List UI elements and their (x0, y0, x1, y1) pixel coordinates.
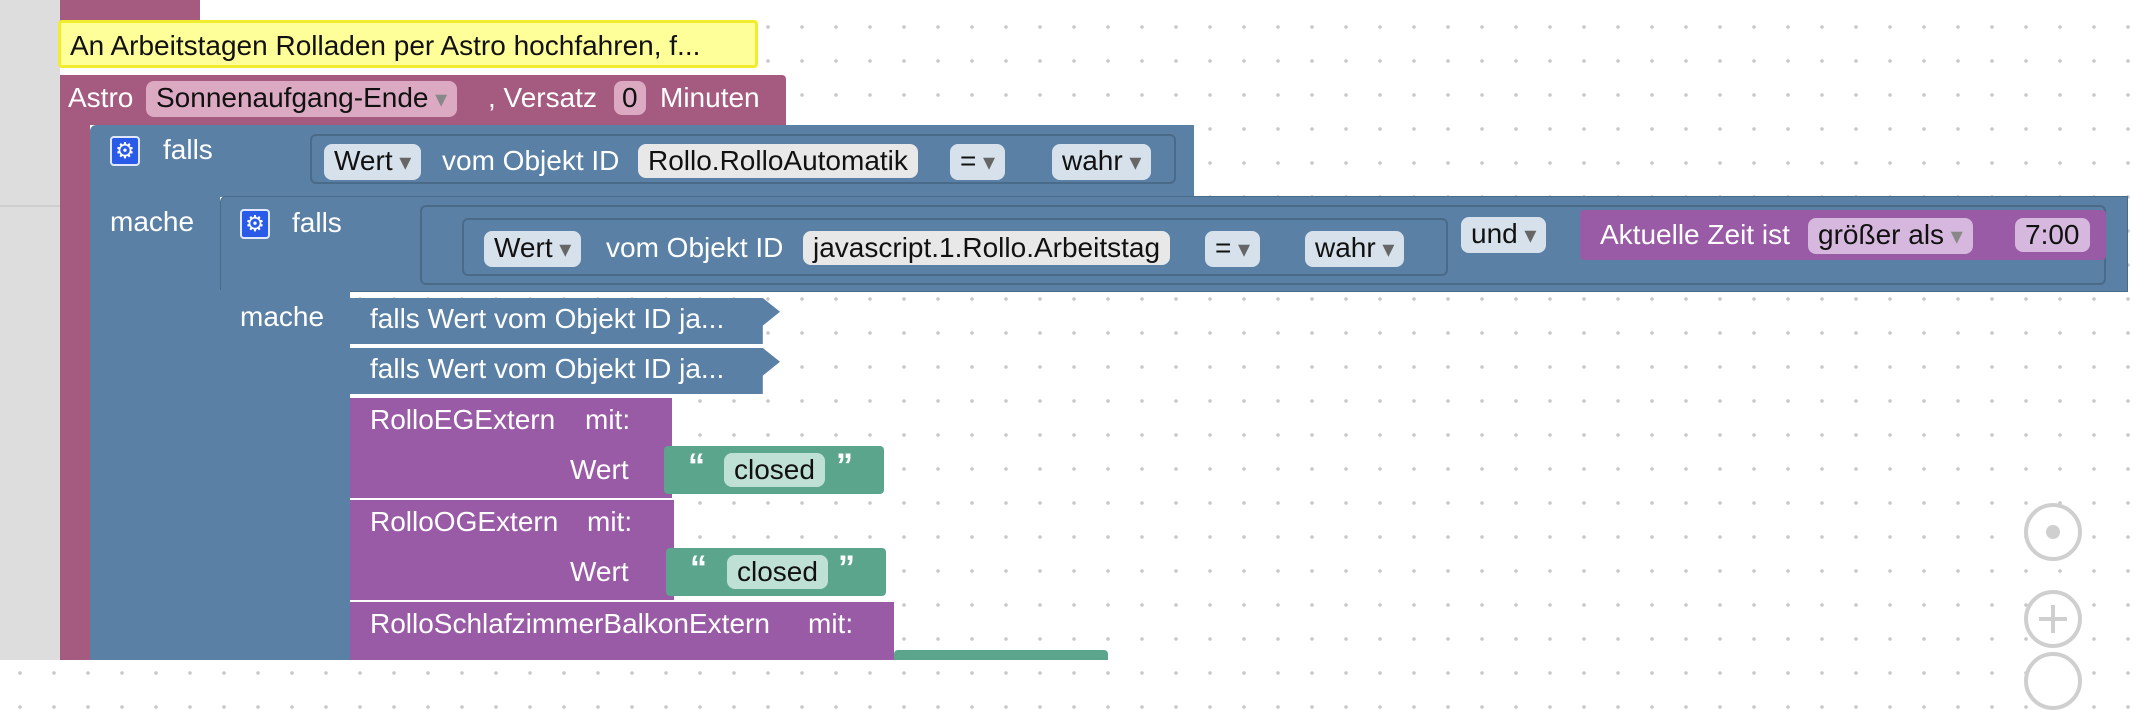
gear-icon[interactable]: ⚙ (110, 136, 140, 166)
previous-block-stub[interactable] (60, 0, 200, 22)
left-panel (0, 0, 60, 660)
procedure-mit-label: mit: (808, 608, 854, 639)
quote-open-icon: “ (688, 447, 705, 485)
gear-icon[interactable]: ⚙ (240, 209, 270, 239)
if2-mache-label: mache (240, 301, 325, 332)
if2-object-label: vom Objekt ID (606, 232, 784, 263)
procedure-name: RolloEGExtern (370, 404, 556, 435)
comment-text: An Arbeitstagen Rolladen per Astro hochf… (70, 30, 701, 61)
procedure-call-block[interactable] (350, 602, 894, 660)
if2-operator-dropdown[interactable]: = (1205, 231, 1261, 267)
if2-compare-dropdown[interactable]: wahr (1305, 231, 1405, 267)
collapsed-if-block[interactable] (350, 348, 780, 394)
procedure-mit-label: mit: (585, 404, 631, 435)
quote-close-icon: ” (838, 549, 855, 587)
astro-offset-input[interactable]: 0 (614, 81, 646, 115)
quote-close-icon: ” (836, 447, 853, 485)
if1-object-label: vom Objekt ID (442, 145, 620, 176)
time-value-input[interactable]: 7:00 (2015, 218, 2090, 252)
procedure-call-block[interactable] (350, 398, 672, 498)
if2-object-id[interactable]: javascript.1.Rollo.Arbeitstag (803, 231, 1171, 265)
collapsed-if-label: falls Wert vom Objekt ID ja... (370, 353, 725, 384)
if1-mache-label: mache (110, 206, 195, 237)
if2-value-dropdown[interactable]: Wert (484, 231, 582, 267)
text-block[interactable] (894, 650, 1108, 660)
astro-event-dropdown[interactable]: Sonnenaufgang-Ende (146, 81, 458, 117)
zoom-in-icon[interactable] (2024, 590, 2082, 648)
if1-operator-dropdown[interactable]: = (950, 144, 1006, 180)
comment-bubble[interactable]: An Arbeitstagen Rolladen per Astro hochf… (58, 20, 758, 68)
text-value[interactable]: closed (724, 453, 825, 487)
if2-falls-label: falls (292, 207, 342, 238)
if-block-inner-spine (220, 290, 350, 660)
recenter-icon[interactable] (2024, 503, 2082, 561)
if1-object-id[interactable]: Rollo.RolloAutomatik (638, 144, 918, 178)
procedure-name: RolloSchlafzimmerBalkonExtern (370, 608, 770, 639)
if1-falls-label: falls (163, 134, 213, 165)
zoom-out-icon[interactable] (2024, 652, 2082, 710)
time-compare-dropdown[interactable]: größer als (1808, 218, 1973, 254)
text-value[interactable]: closed (727, 555, 828, 589)
left-panel-divider (0, 205, 60, 207)
astro-label: Astro (68, 82, 134, 113)
procedure-mit-label: mit: (587, 506, 633, 537)
time-label: Aktuelle Zeit ist (1600, 219, 1790, 250)
astro-event-body (60, 122, 90, 660)
if-block-outer-spine (90, 195, 220, 660)
logic-dropdown[interactable]: und (1461, 217, 1547, 253)
procedure-param-label: Wert (570, 556, 629, 587)
quote-open-icon: “ (690, 549, 707, 587)
procedure-param-label: Wert (570, 454, 629, 485)
procedure-name: RolloOGExtern (370, 506, 559, 537)
collapsed-if-label: falls Wert vom Objekt ID ja... (370, 303, 725, 334)
procedure-call-block[interactable] (350, 500, 674, 600)
astro-offset-label: , Versatz (488, 82, 597, 113)
astro-unit-label: Minuten (660, 82, 760, 113)
if1-compare-dropdown[interactable]: wahr (1052, 144, 1152, 180)
if1-value-dropdown[interactable]: Wert (324, 144, 422, 180)
collapsed-if-block[interactable] (350, 298, 780, 344)
